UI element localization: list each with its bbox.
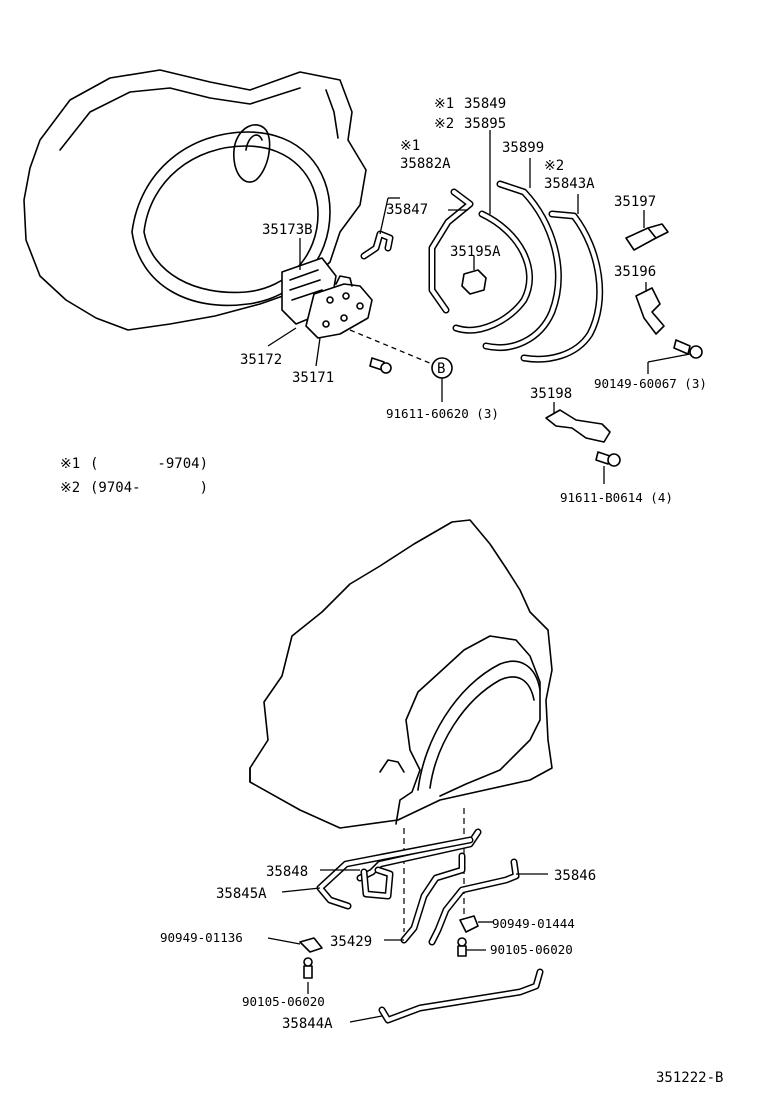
clamp-90949-01444 (459, 915, 479, 933)
legend-mark-2: ※2 (60, 480, 80, 496)
bolt-91611-B0614 (595, 451, 621, 484)
label-35197: 35197 (614, 194, 656, 210)
label-90949-01136: 90949-01136 (160, 930, 243, 945)
label-35173B: 35173B (262, 222, 313, 238)
label-35849: 35849 (464, 96, 506, 112)
label-35198: 35198 (530, 386, 572, 402)
label-35895: 35895 (464, 116, 506, 132)
callout-b: B (437, 361, 445, 377)
label-35899: 35899 (502, 140, 544, 156)
label-91611-B0614: 91611-B0614 (4) (560, 490, 673, 505)
bolt-90149-60067 (647, 339, 703, 374)
label-35848: 35848 (266, 864, 308, 880)
label-90105-06020-b: 90105-06020 (490, 942, 573, 957)
mark-1-b: ※1 (400, 138, 420, 154)
clip-35195A (461, 256, 487, 295)
label-35429: 35429 (330, 934, 372, 950)
bolt-90105-06020-b (457, 937, 467, 957)
label-91611-60620: 91611-60620 (3) (386, 406, 499, 421)
legend: ※1 ( -9704) ※2 (9704- ) (60, 456, 208, 496)
valve-body-35171 (305, 275, 373, 339)
mark-1-a: ※1 (434, 96, 454, 112)
label-90105-06020-a: 90105-06020 (242, 994, 325, 1009)
label-90949-01444: 90949-01444 (492, 916, 575, 931)
label-35846: 35846 (554, 868, 596, 884)
bolt-90105-06020-a (303, 957, 313, 979)
legend-range-1: ( -9704) (90, 456, 208, 472)
legend-mark-1: ※1 (60, 456, 80, 472)
label-35172: 35172 (240, 352, 282, 368)
transmission-case-lower (249, 519, 553, 829)
bolt-91611-60620 (369, 357, 392, 374)
label-35196: 35196 (614, 264, 656, 280)
mark-2-a: ※2 (434, 116, 454, 132)
label-35845A: 35845A (216, 886, 267, 902)
label-90149-60067: 90149-60067 (3) (594, 376, 707, 391)
label-35171: 35171 (292, 370, 334, 386)
bracket-35196 (635, 282, 665, 335)
mark-2-b: ※2 (544, 158, 564, 174)
diagram-code: 351222-B (656, 1070, 723, 1086)
legend-range-2: (9704- ) (90, 480, 208, 496)
transmission-case-upper (23, 69, 367, 331)
label-35195A: 35195A (450, 244, 501, 260)
label-35847: 35847 (386, 202, 428, 218)
bracket-35198 (545, 402, 611, 443)
label-35882A: 35882A (400, 156, 451, 172)
sensor-35197 (625, 210, 669, 251)
label-35844A: 35844A (282, 1016, 333, 1032)
label-35843A: 35843A (544, 176, 595, 192)
clamp-90949-01136 (299, 937, 323, 953)
